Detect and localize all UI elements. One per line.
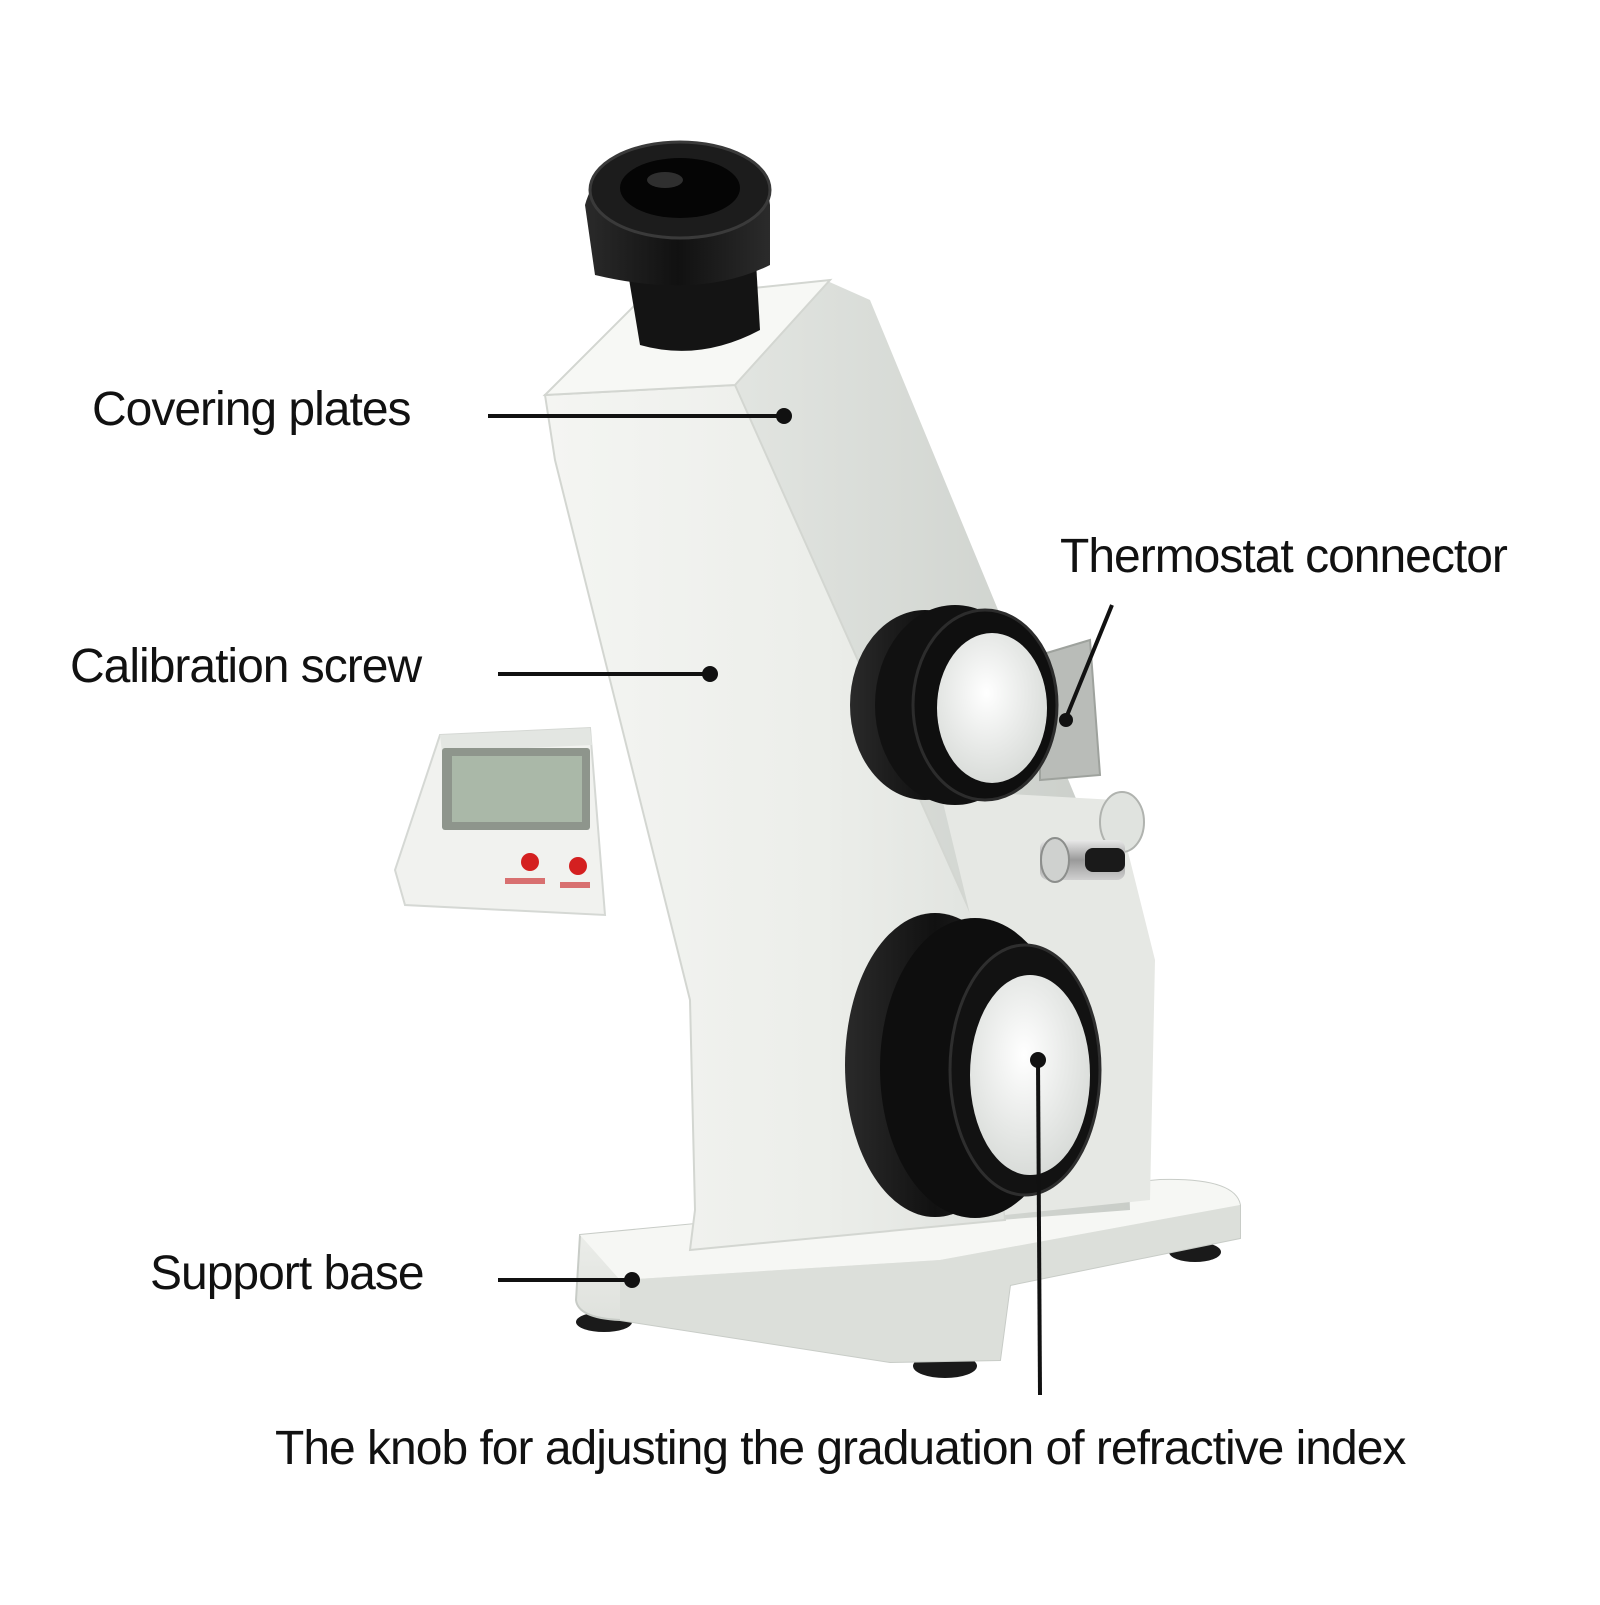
leader-dot-covering-plates bbox=[776, 408, 792, 424]
leader-dot-refractive-knob bbox=[1030, 1052, 1046, 1068]
connector-fittings bbox=[1040, 791, 1145, 883]
label-thermostat-connector: Thermostat connector bbox=[1060, 530, 1508, 583]
eyepiece bbox=[585, 140, 772, 351]
leader-dot-thermostat-connector bbox=[1059, 713, 1073, 727]
leader-lines bbox=[488, 408, 1114, 1396]
label-refractive-index-knob: The knob for adjusting the graduation of… bbox=[275, 1422, 1406, 1475]
leader-line-thermostat-connector bbox=[1064, 604, 1114, 719]
leader-line-refractive-knob bbox=[1036, 1061, 1042, 1396]
thermometer-display bbox=[393, 726, 607, 917]
leader-dot-support-base bbox=[624, 1272, 640, 1288]
label-covering-plates: Covering plates bbox=[92, 383, 412, 436]
display-button-icon bbox=[521, 853, 539, 871]
label-calibration-screw: Calibration screw bbox=[70, 640, 422, 693]
leader-dot-calibration-screw bbox=[702, 666, 718, 682]
upper-knob bbox=[850, 605, 1059, 805]
refractive-index-knob bbox=[845, 913, 1102, 1218]
display-button-icon bbox=[569, 857, 587, 875]
label-support-base: Support base bbox=[150, 1247, 425, 1300]
